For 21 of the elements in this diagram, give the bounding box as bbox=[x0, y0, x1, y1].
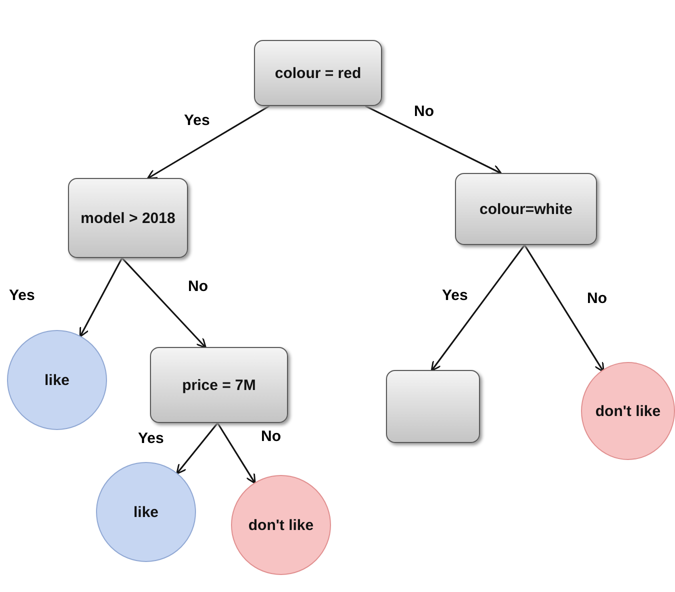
arrow bbox=[524, 244, 604, 373]
node-label: like bbox=[43, 372, 71, 388]
node-label: colour = red bbox=[274, 64, 362, 82]
arrow bbox=[365, 105, 502, 174]
node-label: don't like bbox=[594, 402, 662, 420]
decision-box bbox=[455, 173, 597, 245]
node-label: price = 7M bbox=[181, 376, 257, 394]
arrow bbox=[176, 422, 218, 474]
decision-box bbox=[68, 178, 188, 258]
node-label: don't like bbox=[247, 516, 315, 534]
decision-box bbox=[386, 370, 480, 443]
arrow bbox=[121, 257, 207, 348]
decision-box bbox=[254, 40, 382, 106]
arrow bbox=[216, 422, 256, 484]
node-label: model > 2018 bbox=[80, 210, 176, 226]
arrow bbox=[79, 258, 123, 338]
node-label: like bbox=[132, 504, 160, 520]
arrow bbox=[146, 105, 270, 180]
node-label: colour=white bbox=[478, 200, 574, 218]
arrow bbox=[430, 244, 526, 372]
decision-box bbox=[150, 347, 288, 423]
